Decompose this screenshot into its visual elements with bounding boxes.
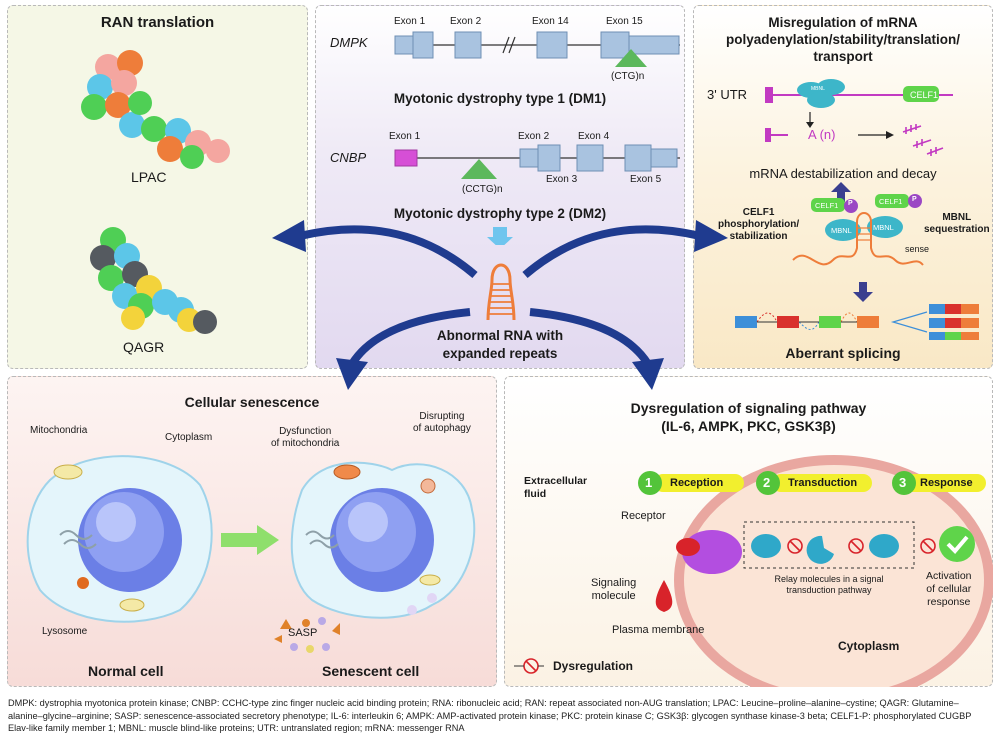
- dmpk-repeat-label: (CTG)n: [611, 71, 645, 82]
- aberrant-splicing-title: Aberrant splicing: [785, 345, 901, 361]
- activation-line3: response: [927, 596, 971, 608]
- cnbp-exon2-label: Exon 2: [518, 131, 550, 142]
- utr-celf1-label: CELF1: [910, 90, 939, 100]
- extracellular-line2: fluid: [524, 488, 547, 500]
- relay-label: Relay molecules in a signal transduction…: [744, 574, 914, 596]
- qagr-peptide-icon: [90, 227, 217, 334]
- cnbp-exon1-label: Exon 1: [389, 131, 421, 142]
- mbnl-2-label: MBNL: [873, 223, 894, 232]
- dmpk-gene-diagram: [394, 31, 680, 245]
- extracellular-label: Extracellular fluid: [524, 475, 587, 501]
- lpac-peptide-icon: [81, 50, 230, 169]
- signaling-title-line2: (IL-6, AMPK, PKC, GSK3β): [661, 418, 836, 434]
- dm2-title: Myotonic dystrophy type 2 (DM2): [393, 206, 607, 221]
- p-2-label: P: [912, 196, 917, 203]
- sasp-label: SASP: [288, 627, 318, 639]
- mrna-title-line2: polyadenylation/stability/translation/: [725, 32, 961, 47]
- mrna-title-line3: transport: [813, 49, 873, 64]
- signaling-molecule-line1: Signaling: [591, 577, 637, 589]
- cnbp-exon3-label: Exon 3: [546, 174, 578, 185]
- celf1p-2-label: CELF1: [879, 197, 903, 206]
- signaling-molecule-label: Signaling molecule: [591, 577, 636, 603]
- sense-label: sense: [905, 244, 930, 254]
- p-1-label: P: [848, 200, 853, 207]
- rna-hairpin-icon: [486, 263, 516, 321]
- cnbp-exon4-label: Exon 4: [578, 131, 610, 142]
- step1-number: 1: [645, 475, 653, 490]
- abnormal-rna-line1: Abnormal RNA with: [436, 328, 564, 343]
- senescence-title: Cellular senescence: [184, 394, 320, 410]
- lpac-label: LPAC: [131, 169, 167, 185]
- dysregulation-legend: Dysregulation: [553, 659, 634, 673]
- utr-mbnl-label: MBNL: [811, 86, 825, 92]
- dmpk-exon15-label: Exon 15: [606, 16, 643, 27]
- autophagy-label: Disrupting of autophagy: [413, 411, 471, 435]
- cnbp-repeat-label: (CCTG)n: [462, 184, 503, 195]
- celf1-phos-line2: phosphorylation/: [718, 219, 800, 230]
- mbnl-seq-line1: MBNL: [942, 212, 972, 223]
- dmpk-exon14-label: Exon 14: [532, 16, 569, 27]
- celf1-phos-line3: stabilization: [729, 231, 788, 242]
- mbnl-1-label: MBNL: [831, 226, 852, 235]
- qagr-label: QAGR: [123, 339, 165, 355]
- autophagy-line2: of autophagy: [413, 423, 471, 434]
- step3-number: 3: [899, 475, 907, 490]
- mbnl-seq-line2: sequestration: [924, 224, 990, 235]
- step2-number: 2: [763, 475, 771, 490]
- celf1p-1-label: CELF1: [815, 201, 839, 210]
- dmpk-exon2-label: Exon 2: [450, 16, 482, 27]
- destabilization-label: mRNA destabilization and decay: [749, 166, 937, 181]
- sasp-icon: [274, 617, 340, 653]
- lysosome-label: Lysosome: [42, 626, 88, 637]
- receptor-label: Receptor: [621, 510, 666, 522]
- polya-label: A (n): [808, 127, 836, 142]
- activation-line2: of cellular: [926, 583, 972, 595]
- mrna-diagram: [735, 79, 979, 340]
- senescent-cell-icon: [290, 461, 476, 619]
- autophagy-line1: Disrupting: [419, 411, 465, 422]
- activation-line1: Activation: [926, 570, 972, 582]
- senescent-cell-label: Senescent cell: [322, 663, 420, 679]
- signaling-diagram: [514, 455, 993, 687]
- step2-label: Transduction: [788, 477, 858, 489]
- step3-label: Response: [920, 477, 973, 489]
- plasma-membrane-label: Plasma membrane: [612, 624, 705, 636]
- dmpk-exon1-label: Exon 1: [394, 16, 426, 27]
- step1-label: Reception: [670, 477, 724, 489]
- signaling-molecule-line2: molecule: [591, 590, 636, 602]
- green-arrow-icon: [221, 525, 279, 555]
- cytoplasm-sig-label: Cytoplasm: [838, 639, 900, 653]
- extracellular-line1: Extracellular: [524, 475, 588, 487]
- activation-label: Activation of cellular response: [926, 570, 972, 609]
- dysfunction-line1: Dysfunction: [279, 426, 332, 437]
- relay-line2: transduction pathway: [786, 585, 872, 595]
- dysfunction-line2: of mitochondria: [271, 438, 340, 449]
- utr-label: 3' UTR: [707, 87, 748, 102]
- mitochondria-label: Mitochondria: [30, 425, 88, 436]
- cnbp-gene-label: CNBP: [330, 150, 367, 165]
- signaling-title-line1: Dysregulation of signaling pathway: [630, 400, 867, 416]
- dmpk-gene-label: DMPK: [330, 35, 368, 50]
- celf1-phos-label: CELF1 phosphorylation/ stabilization: [718, 207, 799, 243]
- abbreviations-footer: DMPK: dystrophia myotonica protein kinas…: [8, 698, 972, 734]
- ran-title: RAN translation: [100, 14, 215, 31]
- mrna-title-line1: Misregulation of mRNA: [768, 15, 918, 30]
- celf1-phos-line1: CELF1: [742, 207, 775, 218]
- mbnl-seq-label: MBNL sequestration: [924, 212, 990, 236]
- relay-line1: Relay molecules in a signal: [774, 574, 884, 584]
- normal-cell-label: Normal cell: [88, 663, 164, 679]
- signaling-title: Dysregulation of signaling pathway (IL-6…: [504, 399, 993, 435]
- abnormal-rna-label: Abnormal RNA with expanded repeats: [315, 327, 685, 363]
- cnbp-exon5-label: Exon 5: [630, 174, 662, 185]
- cytoplasm-label: Cytoplasm: [165, 432, 213, 443]
- abnormal-rna-line2: expanded repeats: [442, 346, 558, 361]
- dm1-title: Myotonic dystrophy type 1 (DM1): [393, 91, 607, 106]
- dysfunction-mito-label: Dysfunction of mitochondria: [271, 426, 339, 450]
- mrna-title: Misregulation of mRNA polyadenylation/st…: [693, 14, 993, 65]
- normal-cell-icon: [26, 455, 213, 623]
